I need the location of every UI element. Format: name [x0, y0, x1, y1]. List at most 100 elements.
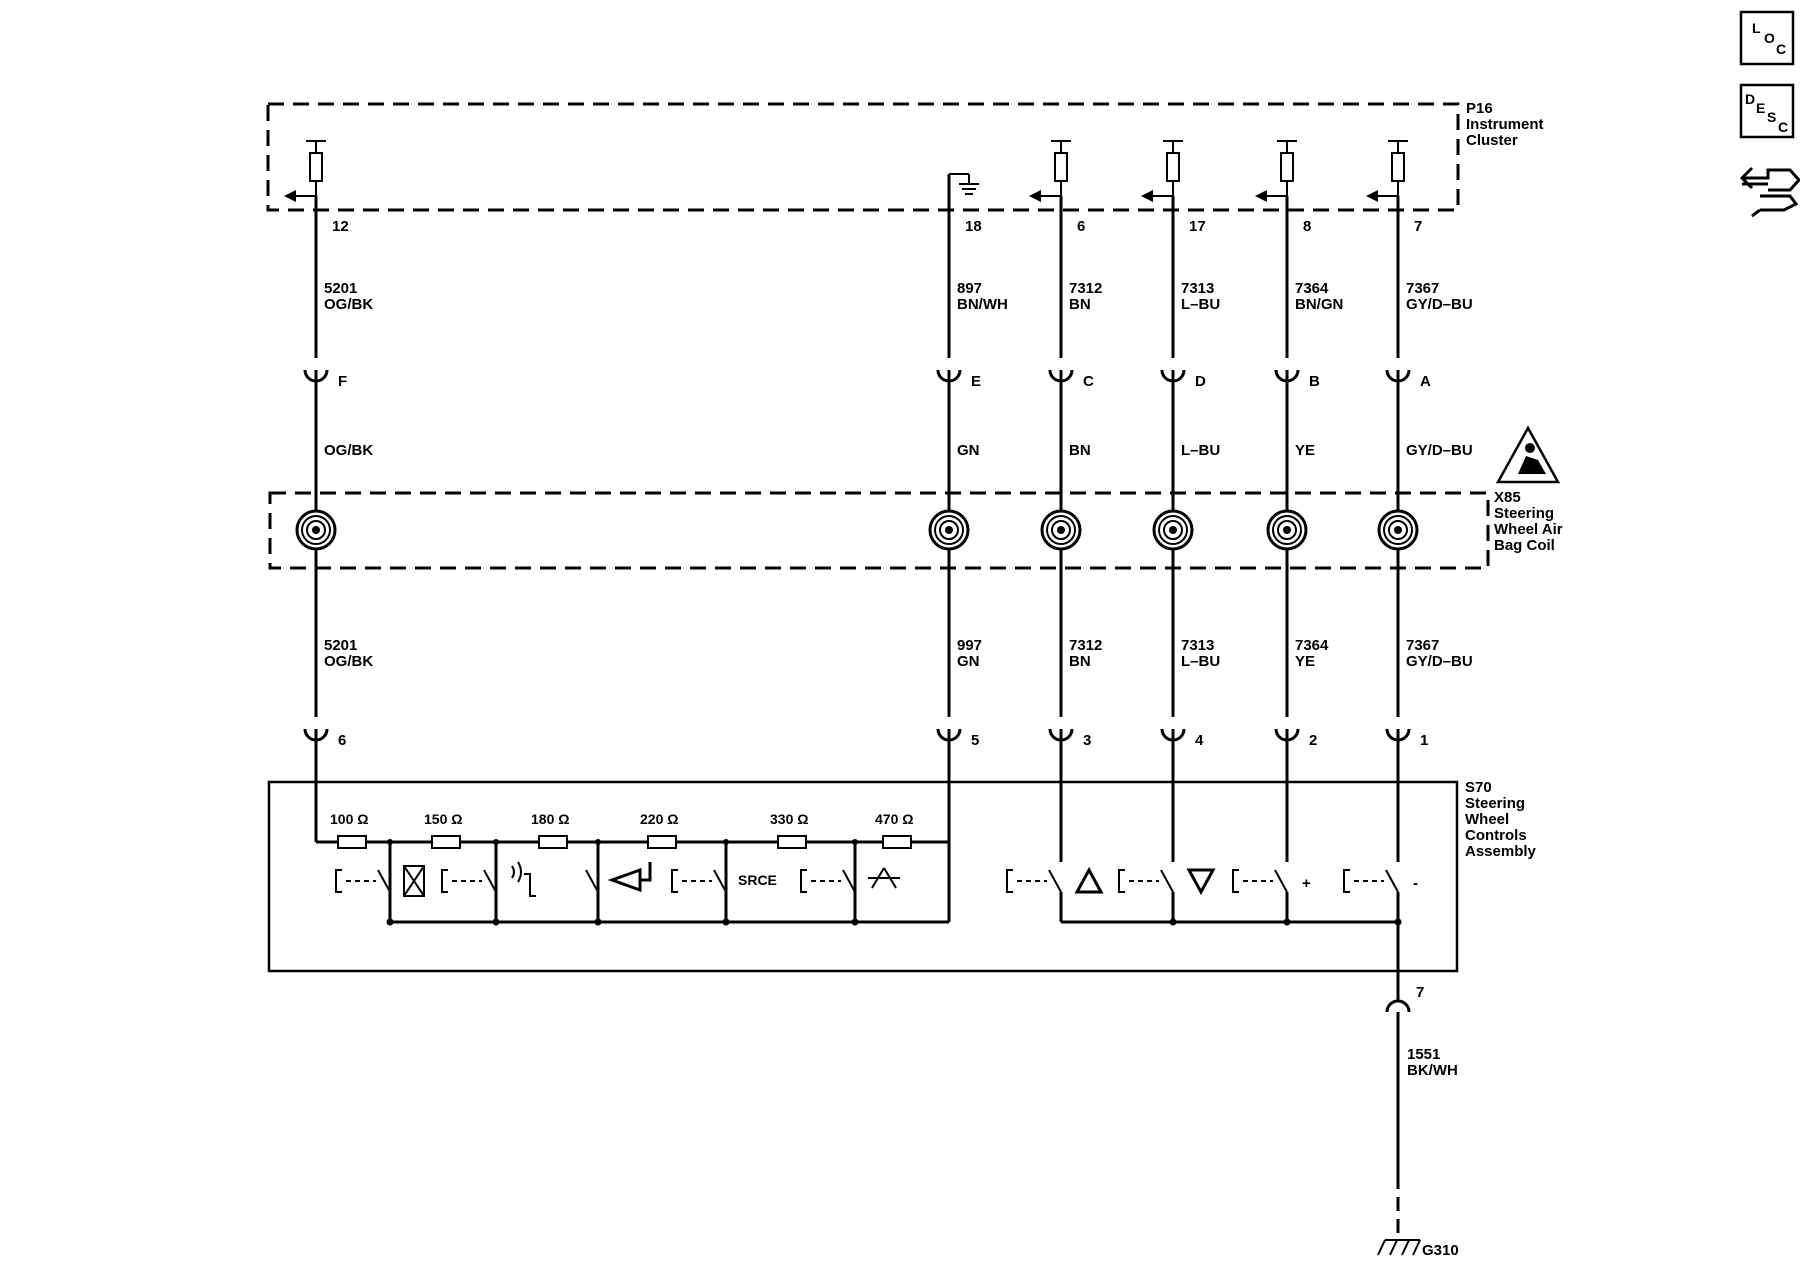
svg-text:Controls: Controls	[1465, 827, 1527, 844]
color-bot-2: BN	[1069, 653, 1091, 670]
conn-mid-0: F	[338, 373, 347, 390]
loc-button[interactable]: L O C	[1739, 10, 1795, 66]
circuit-top-3: 7313	[1181, 280, 1214, 297]
source-label: SRCE	[738, 872, 777, 888]
loc-icon[interactable]	[1739, 10, 1795, 66]
svg-text:P16: P16	[1466, 100, 1493, 117]
coil-spring-1	[928, 509, 970, 551]
cluster-pullup-8	[1255, 140, 1297, 202]
coil-boundary	[268, 491, 1490, 570]
resistor-5: 470 Ω	[875, 811, 913, 849]
circuit-top-1: 897	[957, 280, 982, 297]
ground-drop: 7 1551 BK/WH G310	[1377, 920, 1459, 1259]
resistor-0: 100 Ω	[330, 811, 368, 849]
switch-voice	[441, 861, 536, 897]
circuit-top-4: 7364	[1295, 280, 1329, 297]
coil-spring-3	[1152, 509, 1194, 551]
circuit-bot-3: 7313	[1181, 637, 1214, 654]
color-bot-0: OG/BK	[324, 653, 373, 670]
svg-text:Wheel: Wheel	[1465, 811, 1509, 828]
svg-text:Bag Coil: Bag Coil	[1494, 537, 1555, 554]
pin-top-4: 8	[1303, 218, 1311, 235]
circuit-top-5: 7367	[1406, 280, 1439, 297]
switch-seek-up	[1006, 866, 1104, 894]
pin-top-5: 7	[1414, 218, 1422, 235]
seek-up-icon	[1074, 866, 1104, 894]
svg-text:S70: S70	[1465, 779, 1492, 796]
color-top-2: BN	[1069, 296, 1091, 313]
desc-button[interactable]: D E S C	[1739, 83, 1795, 139]
pin-bot-1: 5	[971, 732, 979, 749]
color-mid-5: GY/D–BU	[1406, 442, 1473, 459]
conn-mid-4: B	[1309, 373, 1320, 390]
svg-text:Assembly: Assembly	[1465, 843, 1537, 860]
svg-text:D: D	[1745, 91, 1755, 107]
pin-top-2: 6	[1077, 218, 1085, 235]
seek-down-icon	[1186, 868, 1216, 896]
resistor-value-2: 180 Ω	[531, 811, 569, 827]
switch-answer	[800, 867, 900, 893]
coil-label: X85 Steering Wheel Air Bag Coil	[1494, 489, 1563, 554]
controls-boundary	[267, 780, 1459, 973]
voice-icon	[511, 861, 536, 897]
cluster-pullup-17	[1141, 140, 1183, 202]
airbag-warning-icon	[1495, 425, 1561, 484]
wire-columns: 125201OG/BKFOG/BK5201OG/BK618897BN/WHEGN…	[295, 196, 1473, 862]
conn-mid-2: C	[1083, 373, 1094, 390]
switch-mute	[335, 865, 425, 897]
resistor-1: 150 Ω	[424, 811, 462, 849]
circuit-bot-5: 7367	[1406, 637, 1439, 654]
resistor-value-4: 330 Ω	[770, 811, 808, 827]
resistor-value-3: 220 Ω	[640, 811, 678, 827]
ground-pin-label: 7	[1416, 984, 1424, 1001]
svg-text:Wheel Air: Wheel Air	[1494, 521, 1563, 538]
coil-spring-2	[1040, 509, 1082, 551]
switch-seek-down	[1118, 868, 1216, 896]
circuit-bot-0: 5201	[324, 637, 357, 654]
svg-text:S: S	[1767, 109, 1776, 125]
cluster-ground-18	[947, 173, 979, 210]
resistor-value-1: 150 Ω	[424, 811, 462, 827]
pin-bot-4: 2	[1309, 732, 1317, 749]
coil-spring-5	[1377, 509, 1419, 551]
color-mid-0: OG/BK	[324, 442, 373, 459]
cluster-pullup-12	[284, 140, 326, 202]
resistor-ladder: 100 Ω 150 Ω 180 Ω 220 Ω 330 Ω 470 Ω SRCE + -	[316, 811, 1418, 926]
color-top-5: GY/D–BU	[1406, 296, 1473, 313]
cluster-boundary	[266, 102, 1460, 212]
pin-bot-3: 4	[1195, 732, 1204, 749]
answer-call-icon	[868, 867, 900, 889]
volume-plus-label: +	[1302, 875, 1311, 892]
color-top-4: BN/GN	[1295, 296, 1343, 313]
circuit-bot-4: 7364	[1295, 637, 1329, 654]
color-bot-1: GN	[957, 653, 980, 670]
resistor-4: 330 Ω	[770, 811, 808, 849]
color-mid-2: BN	[1069, 442, 1091, 459]
switch-source: SRCE	[671, 869, 777, 893]
pin-bot-0: 6	[338, 732, 346, 749]
coil-spring-4	[1266, 509, 1308, 551]
pin-top-0: 12	[332, 218, 349, 235]
conn-mid-1: E	[971, 373, 981, 390]
volume-minus-label: -	[1413, 875, 1418, 892]
resistor-value-0: 100 Ω	[330, 811, 368, 827]
mute-icon	[403, 865, 425, 897]
desc-icon[interactable]	[1739, 83, 1795, 139]
svg-text:Cluster: Cluster	[1466, 132, 1518, 149]
color-top-1: BN/WH	[957, 296, 1008, 313]
connector-end-view-icon[interactable]	[1739, 166, 1800, 218]
circuit-top-2: 7312	[1069, 280, 1102, 297]
circuit-bot-2: 7312	[1069, 637, 1102, 654]
coil-spring-0	[295, 509, 337, 551]
svg-text:Instrument: Instrument	[1466, 116, 1544, 133]
color-top-0: OG/BK	[324, 296, 373, 313]
svg-text:L: L	[1752, 20, 1761, 36]
svg-text:C: C	[1778, 119, 1788, 135]
pin-top-3: 17	[1189, 218, 1206, 235]
